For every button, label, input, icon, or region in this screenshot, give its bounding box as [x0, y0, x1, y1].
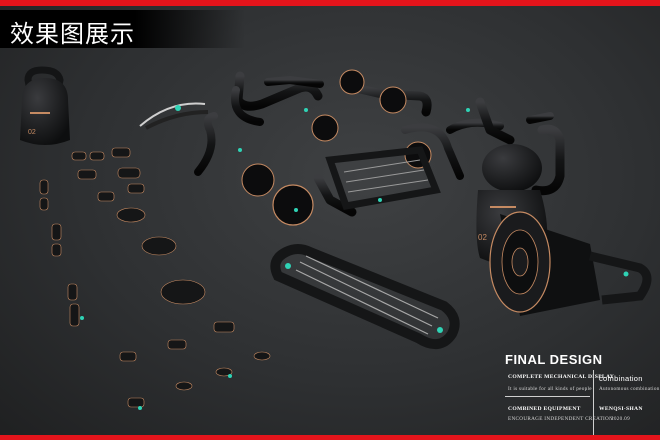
caption-combination: combination — [599, 374, 643, 383]
caption-combined-equipment: COMBINED EQUIPMENT — [508, 406, 581, 412]
caption-encourage: ENCOURAGE INDEPENDENT CREATION — [508, 416, 614, 422]
accent-lights — [80, 108, 470, 410]
caption-divider-v — [593, 370, 594, 438]
caption-suitability: It is suitable for all kinds of people — [508, 386, 592, 392]
roller — [489, 211, 652, 316]
kettlebell-small: 02 — [20, 66, 70, 145]
caption-date: 2020.09 — [611, 416, 630, 422]
kettlebell-label-large: 02 — [478, 233, 487, 242]
bottom-accent-bar — [0, 435, 660, 440]
top-accent-bar — [0, 0, 660, 6]
caption-combination-sub: Autonomous combination — [599, 386, 660, 392]
rope-handle — [270, 244, 460, 349]
cable-frame — [325, 146, 441, 210]
caption-author: WENQSI-SHAN — [599, 406, 643, 412]
page-title: 效果图展示 — [10, 20, 135, 48]
small-parts-left — [39, 147, 271, 408]
title-band — [0, 10, 245, 48]
kettlebell-label: 02 — [28, 129, 36, 136]
caption-divider-h — [505, 396, 590, 397]
caption-subheading: COMPLETE MECHANICAL DISPLAY — [508, 374, 615, 380]
caption-heading: FINAL DESIGN — [505, 352, 603, 367]
design-caption: FINAL DESIGN COMPLETE MECHANICAL DISPLAY… — [505, 352, 659, 438]
grip-handle — [139, 102, 209, 130]
